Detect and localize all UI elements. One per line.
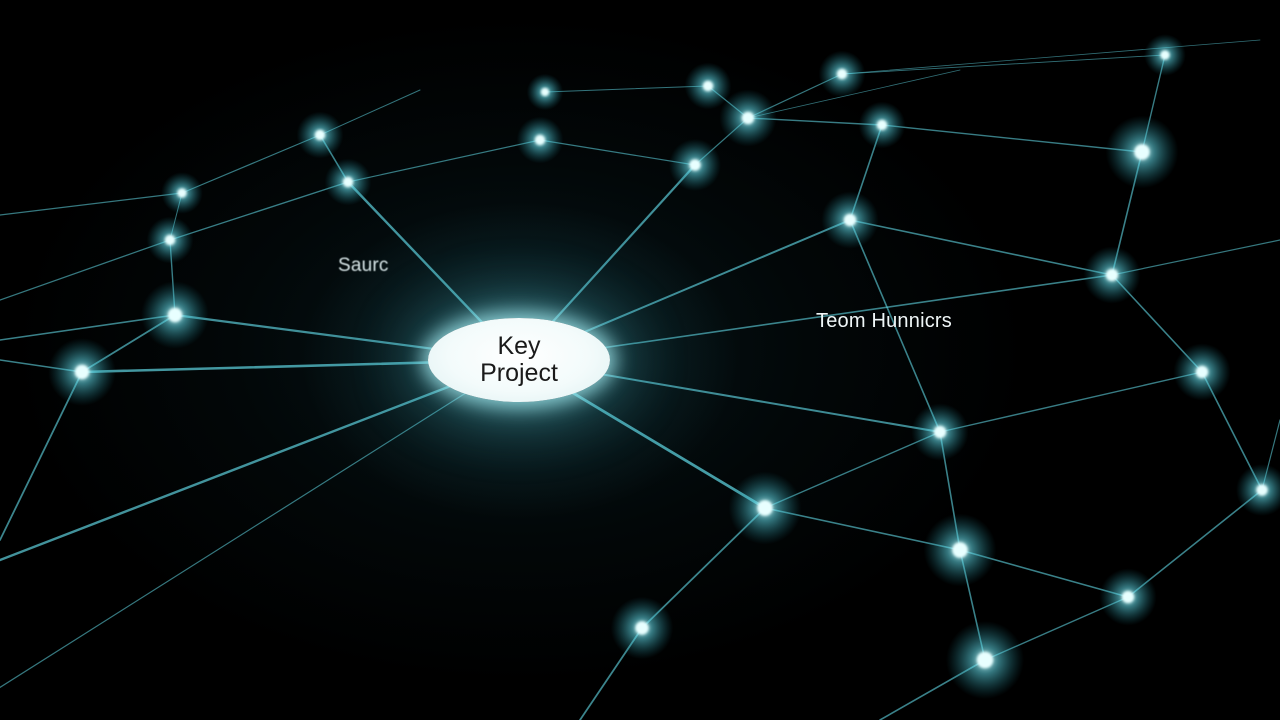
network-node[interactable] [1105, 115, 1179, 189]
network-node[interactable] [48, 338, 116, 406]
network-edge [1111, 239, 1280, 276]
node-core [177, 188, 187, 198]
network-node[interactable] [610, 596, 674, 660]
network-node[interactable] [719, 89, 777, 147]
network-edge [841, 39, 1261, 75]
network-node[interactable] [818, 50, 866, 98]
network-node[interactable] [324, 158, 372, 206]
node-core [165, 235, 175, 245]
network-edge [849, 219, 941, 433]
network-node[interactable] [1236, 464, 1280, 516]
network-edge [841, 54, 1166, 75]
node-core [877, 120, 887, 130]
network-node[interactable] [923, 513, 997, 587]
network-edge [539, 139, 696, 166]
node-core [1121, 590, 1135, 604]
node-core [843, 213, 857, 227]
hub-label-line1: Key [497, 332, 541, 360]
network-node[interactable] [526, 73, 564, 111]
network-edge [181, 134, 321, 194]
node-label-right: Teom Hunnicrs [816, 310, 952, 332]
node-core [343, 177, 353, 187]
hub-label-line2: Project [480, 359, 558, 387]
network-edge [0, 239, 171, 301]
node-core [837, 69, 847, 79]
network-node[interactable] [728, 471, 802, 545]
node-core [952, 542, 968, 558]
node-core [315, 130, 325, 140]
network-edge [544, 85, 709, 93]
network-node[interactable] [1173, 343, 1231, 401]
node-core [1105, 268, 1119, 282]
network-edge [849, 219, 1113, 276]
node-core [689, 159, 701, 171]
node-core [757, 500, 773, 516]
node-core [933, 425, 947, 439]
node-core [1134, 144, 1150, 160]
network-edge [0, 359, 519, 689]
network-node[interactable] [684, 62, 732, 110]
network-edge [169, 181, 349, 241]
network-edge [881, 124, 1143, 153]
key-project-hub[interactable]: Key Project [428, 318, 610, 402]
node-core [541, 88, 549, 96]
network-node[interactable] [1144, 34, 1186, 76]
node-core [703, 81, 713, 91]
network-node[interactable] [1083, 246, 1141, 304]
network-node[interactable] [858, 101, 906, 149]
network-edge [347, 139, 541, 183]
node-core [976, 651, 994, 669]
network-edge [0, 358, 520, 562]
network-node[interactable] [296, 111, 344, 159]
network-node[interactable] [146, 216, 194, 264]
network-node[interactable] [669, 139, 721, 191]
network-node[interactable] [516, 116, 564, 164]
node-core [74, 364, 90, 380]
network-node[interactable] [946, 621, 1024, 699]
network-edge [0, 192, 183, 216]
node-core [167, 307, 183, 323]
node-core [1195, 365, 1209, 379]
node-core [635, 621, 649, 635]
network-node[interactable] [821, 191, 879, 249]
node-group [48, 34, 1280, 699]
network-edge [517, 274, 1113, 361]
node-core [741, 111, 755, 125]
network-node[interactable] [1099, 568, 1157, 626]
network-node[interactable] [161, 172, 203, 214]
network-node[interactable] [911, 403, 969, 461]
node-label-left: Saurc [338, 255, 389, 276]
network-edge [939, 371, 1203, 433]
node-core [1256, 484, 1268, 496]
node-core [535, 135, 545, 145]
network-node[interactable] [141, 281, 209, 349]
node-core [1160, 50, 1170, 60]
